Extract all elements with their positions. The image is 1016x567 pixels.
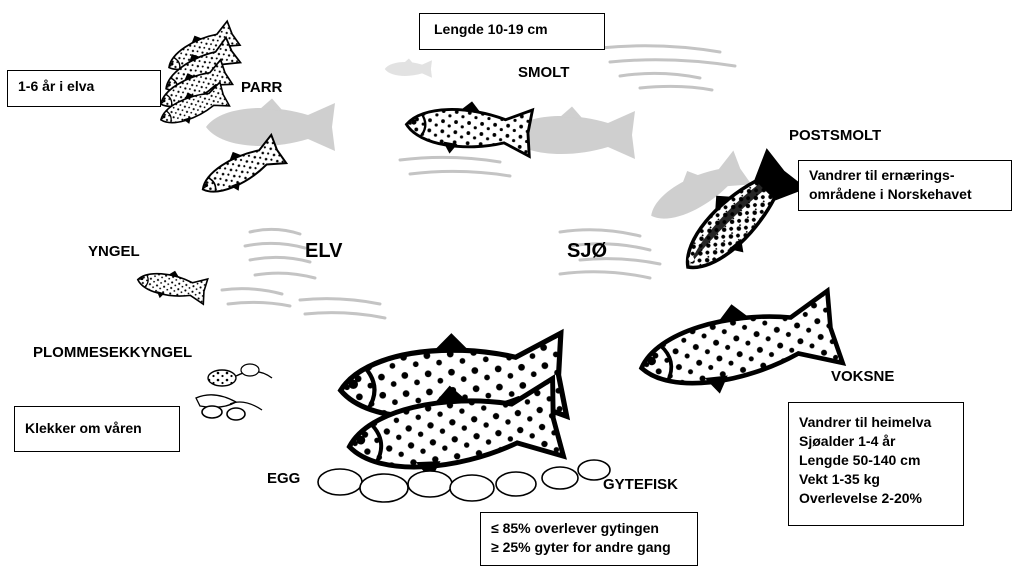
stage-label-gytefisk: GYTEFISK [603,476,678,493]
water-ripples [222,46,735,318]
note-box-postsmolt: Vandrer til ernærings- områdene i Norske… [798,160,1012,211]
note-gytefisk-line: ≤ 85% overlever gytingen [491,519,687,538]
stage-label-smolt: SMOLT [518,64,569,81]
note-parr-text: 1-6 år i elva [18,77,150,96]
note-plommesekkyngel-text: Klekker om våren [25,419,169,438]
note-voksne-line: Vekt 1-35 kg [799,470,953,489]
note-box-smolt: Lengde 10-19 cm [419,13,605,50]
alevin-fish [196,364,272,410]
note-smolt-text: Lengde 10-19 cm [430,20,594,39]
note-box-parr: 1-6 år i elva [7,70,161,107]
note-box-voksne: Vandrer til heimelva Sjøalder 1-4 år Len… [788,402,964,526]
smolt-fish [405,97,533,159]
stage-label-yngel: YNGEL [88,243,140,260]
note-voksne-line: Sjøalder 1-4 år [799,432,953,451]
note-box-gytefisk: ≤ 85% overlever gytingen ≥ 25% gyter for… [480,512,698,566]
habitat-label-river: ELV [305,240,342,263]
note-box-plommesekkyngel: Klekker om våren [14,406,180,452]
fry-fish [135,265,208,306]
spawning-pair-fish [337,325,567,490]
stage-label-egg: EGG [267,470,300,487]
note-postsmolt-line: Vandrer til ernærings- [809,166,1001,185]
note-postsmolt-line: områdene i Norskehavet [809,185,1001,204]
note-voksne-line: Vandrer til heimelva [799,413,953,432]
habitat-label-sea: SJØ [567,240,607,263]
note-voksne-line: Overlevelse 2-20% [799,489,953,508]
stage-label-voksne: VOKSNE [831,368,894,385]
stage-label-parr: PARR [241,79,282,96]
note-gytefisk-line: ≥ 25% gyter for andre gang [491,538,687,557]
stage-label-postsmolt: POSTSMOLT [789,127,881,144]
adult-salmon-fish [632,284,843,408]
note-voksne-line: Lengde 50-140 cm [799,451,953,470]
stage-label-plommesekkyngel: PLOMMESEKKYNGEL [33,344,192,361]
